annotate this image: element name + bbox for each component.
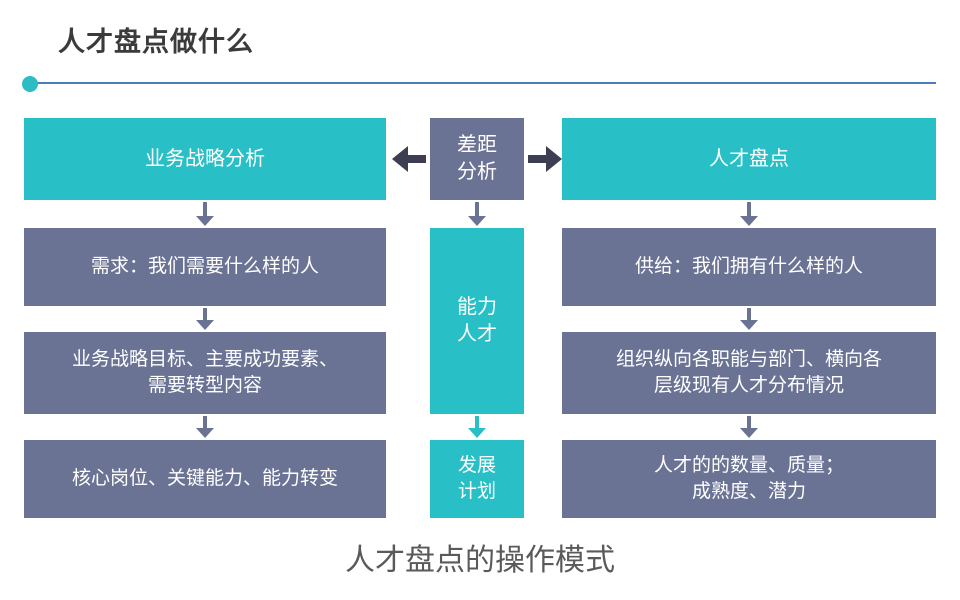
arrow-head [740, 216, 758, 226]
arrow-head [196, 320, 214, 330]
box-supply[interactable]: 供给：我们拥有什么样的人 [562, 228, 936, 306]
arrow-shaft [475, 202, 479, 216]
diagram-caption: 人才盘点的操作模式 [345, 544, 615, 577]
box-gap-analysis-line1: 差距 [457, 134, 497, 156]
arrow-shaft [747, 202, 751, 216]
box-gap-analysis[interactable]: 差距 分析 [430, 118, 524, 200]
box-gap-analysis-line2: 分析 [457, 161, 497, 183]
box-talent-inventory[interactable]: 人才盘点 [562, 118, 936, 200]
box-strategy-goals-line2: 需要转型内容 [147, 375, 262, 396]
arrow-down-right-2 [740, 308, 758, 330]
arrow-down-middle-2 [468, 416, 486, 438]
arrow-shaft [747, 416, 751, 428]
arrow-head [740, 428, 758, 438]
arrow-down-left-3 [196, 416, 214, 438]
arrow-left-head [392, 146, 408, 172]
arrow-down-right-3 [740, 416, 758, 438]
box-core-positions[interactable]: 核心岗位、关键能力、能力转变 [24, 440, 386, 518]
page-title: 人才盘点做什么 [58, 27, 254, 57]
box-talent-quantity-quality[interactable]: 人才的的数量、质量； 成熟度、潜力 [562, 440, 936, 518]
arrow-head [196, 216, 214, 226]
box-demand[interactable]: 需求：我们需要什么样的人 [24, 228, 386, 306]
arrow-head [468, 428, 486, 438]
box-ability-line2: 人才 [457, 323, 497, 345]
box-development-plan-line2: 计划 [457, 481, 496, 502]
box-development-plan[interactable]: 发展 计划 [430, 440, 524, 518]
arrow-left-shaft [406, 155, 426, 163]
arrow-shaft [475, 416, 479, 428]
box-ability-line1: 能力 [457, 296, 497, 318]
arrow-head [468, 216, 486, 226]
box-strategy-goals-line1: 业务战略目标、主要成功要素、 [71, 349, 338, 371]
arrow-left-to-strategy [392, 146, 426, 172]
arrow-shaft [747, 308, 751, 320]
arrow-down-right-1 [740, 202, 758, 226]
arrow-down-middle-1 [468, 202, 486, 226]
arrow-right-head [546, 146, 562, 172]
box-strategy-goals[interactable]: 业务战略目标、主要成功要素、 需要转型内容 [24, 332, 386, 414]
arrow-head [740, 320, 758, 330]
arrow-shaft [203, 416, 207, 428]
arrow-right-shaft [528, 155, 548, 163]
title-bullet-dot [22, 76, 38, 92]
box-org-distribution-line2: 层级现有人才分布情况 [653, 375, 844, 396]
arrow-shaft [203, 308, 207, 320]
box-org-distribution-line1: 组织纵向各职能与部门、横向各 [615, 349, 882, 371]
title-divider [24, 82, 936, 84]
box-org-distribution[interactable]: 组织纵向各职能与部门、横向各 层级现有人才分布情况 [562, 332, 936, 414]
arrow-down-left-1 [196, 202, 214, 226]
arrow-shaft [203, 202, 207, 216]
arrow-down-left-2 [196, 308, 214, 330]
arrow-right-to-inventory [528, 146, 562, 172]
box-business-strategy-analysis[interactable]: 业务战略分析 [24, 118, 386, 200]
arrow-head [196, 428, 214, 438]
box-talent-quantity-line2: 成熟度、潜力 [691, 481, 806, 502]
box-talent-quantity-line1: 人才的的数量、质量； [653, 455, 844, 477]
box-ability-talent[interactable]: 能力 人才 [430, 228, 524, 414]
box-development-plan-line1: 发展 [457, 455, 496, 477]
